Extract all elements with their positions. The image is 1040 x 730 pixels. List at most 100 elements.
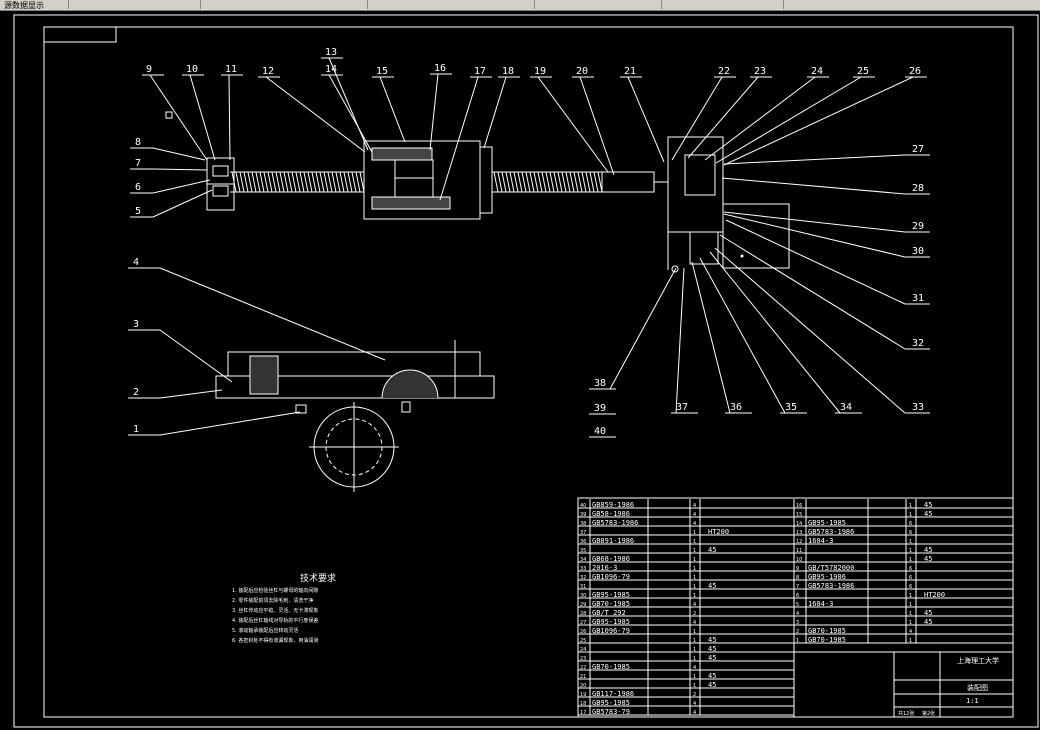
bom-code: GB1096-79 [592,627,630,635]
bom-material: 45 [924,510,932,518]
part-balloon[interactable]: 38 [594,378,606,389]
part-balloon[interactable]: 39 [594,403,606,414]
tab-document[interactable] [198,0,368,9]
bom-item-no: 36 [580,539,586,545]
bom-material: 45 [924,618,932,626]
part-balloon[interactable]: 40 [594,426,606,437]
bom-qty: 1 [909,593,912,599]
bom-qty: 1 [693,647,696,653]
bom-qty: 1 [909,620,912,626]
bom-material: 45 [708,681,716,689]
school-name: 上海理工大学 [957,656,999,665]
bom-item-no: 12 [796,539,802,545]
part-balloon[interactable]: 34 [840,402,852,413]
part-balloon[interactable]: 2 [133,387,139,398]
bom-code: GB/T5782000 [808,564,854,572]
bom-item-no: 34 [580,557,586,563]
bom-qty: 1 [693,638,696,644]
tech-req-title: 技术要求 [300,572,336,584]
part-balloon[interactable]: 25 [857,66,869,77]
part-balloon[interactable]: 17 [474,66,486,77]
part-balloon[interactable]: 27 [912,144,924,155]
part-balloon[interactable]: 1 [133,424,139,435]
drawing-frame [43,26,1014,718]
part-balloon[interactable]: 30 [912,246,924,257]
part-balloon[interactable]: 31 [912,293,924,304]
part-balloon[interactable]: 15 [376,66,388,77]
bom-qty: 1 [693,557,696,563]
part-balloon[interactable]: 20 [576,66,588,77]
part-balloon[interactable]: 4 [133,257,139,268]
bom-item-no: 20 [580,683,586,689]
part-balloon[interactable]: 18 [502,66,514,77]
part-balloon[interactable]: 7 [135,158,141,169]
bom-item-no: 3 [796,620,799,626]
part-balloon[interactable]: 12 [262,66,274,77]
corner-code-box [43,26,117,43]
part-balloon[interactable]: 5 [135,206,141,217]
part-balloon[interactable]: 35 [785,402,797,413]
bom-item-no: 5 [796,602,799,608]
tab-document[interactable] [365,0,535,9]
sheet-no: 第2张 [922,710,935,717]
bom-code: GB95-1986 [808,573,846,581]
part-balloon[interactable]: 26 [909,66,921,77]
bom-material: 45 [708,582,716,590]
part-balloon[interactable]: 9 [146,64,152,75]
tech-req-line: 2. 零件装配前须去除毛刺、清洗干净 [232,597,313,604]
bom-item-no: 32 [580,575,586,581]
outer-border [13,14,1039,728]
part-balloon[interactable]: 8 [135,137,141,148]
part-balloon[interactable]: 37 [676,402,688,413]
part-balloon[interactable]: 23 [754,66,766,77]
bom-code: GB/T 292 [592,609,626,617]
part-balloon[interactable]: 29 [912,221,924,232]
bom-item-no: 27 [580,620,586,626]
bom-code: 2016-3 [592,564,617,572]
tab-document[interactable] [659,0,784,9]
tab-document[interactable] [66,0,201,9]
part-balloon[interactable]: 14 [325,64,337,75]
bom-item-no: 30 [580,593,586,599]
bom-item-no: 10 [796,557,802,563]
bom-code: 1604-3 [808,537,833,545]
part-balloon[interactable]: 33 [912,402,924,413]
bom-code: GB70-1985 [808,627,846,635]
part-balloon[interactable]: 10 [186,64,198,75]
part-balloon[interactable]: 3 [133,319,139,330]
bom-qty: 1 [693,548,696,554]
bom-qty: 1 [909,548,912,554]
bom-item-no: 19 [580,692,586,698]
bom-qty: 1 [693,539,696,545]
part-balloon[interactable]: 21 [624,66,636,77]
bom-code: GB5783-79 [592,708,630,716]
part-balloon[interactable]: 32 [912,338,924,349]
bom-item-no: 7 [796,584,799,590]
part-balloon[interactable]: 28 [912,183,924,194]
title-block: 上海理工大学 装配图 共12张 第2张 1:1 [893,651,1014,718]
part-balloon[interactable]: 13 [325,47,337,58]
part-balloon[interactable]: 16 [434,63,446,74]
bom-code: GB70-1985 [592,600,630,608]
part-balloon[interactable]: 11 [225,64,237,75]
bom-qty: 2 [693,692,696,698]
bom-item-no: 38 [580,521,586,527]
bom-item-no: 1 [796,638,799,644]
tech-req-line: 4. 装配后丝杠轴线对导轨的平行度误差 [232,617,318,624]
part-balloon[interactable]: 22 [718,66,730,77]
bom-code: GB1096-79 [592,573,630,581]
drawing-scale: 1:1 [966,697,979,705]
part-balloon[interactable]: 6 [135,182,141,193]
part-balloon[interactable]: 24 [811,66,823,77]
tab-source-display[interactable]: 源数据显示 [0,0,69,9]
bom-item-no: 9 [796,566,799,572]
part-balloon[interactable]: 36 [730,402,742,413]
bom-qty: 1 [693,575,696,581]
bom-qty: 1 [693,593,696,599]
bom-code: GB95-1985 [592,699,630,707]
window-tab-bar: 源数据显示 [0,0,1040,11]
tab-document[interactable] [532,0,662,9]
part-balloon[interactable]: 19 [534,66,546,77]
